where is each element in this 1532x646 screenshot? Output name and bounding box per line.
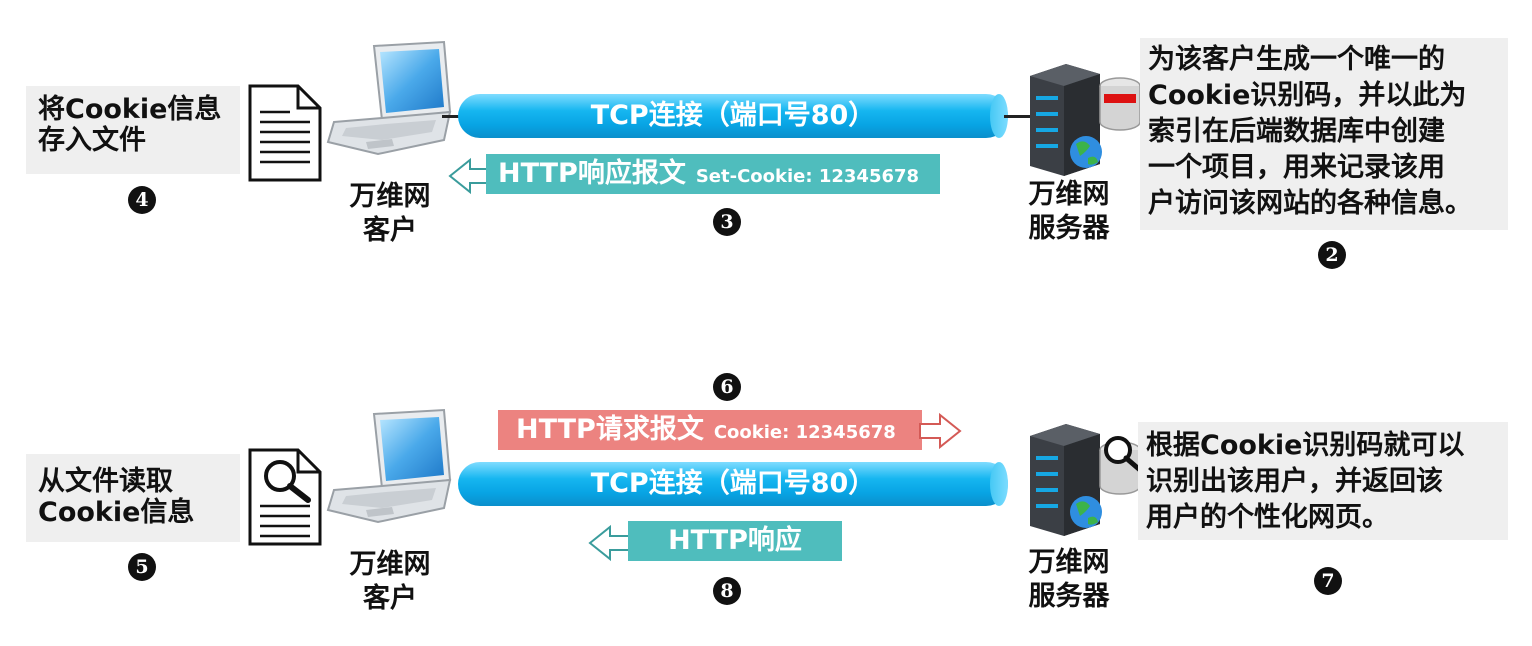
- bottom-tcp-pipe: TCP连接（端口号80）: [458, 462, 1008, 506]
- note-line: 一个项目，用来记录该用: [1148, 152, 1445, 183]
- note-line: 为该客户生成一个唯一的: [1148, 44, 1445, 75]
- laptop-icon: [326, 408, 452, 524]
- step-3: 3: [713, 208, 741, 236]
- document-icon: [248, 84, 322, 182]
- note-line: 存入文件: [38, 125, 146, 156]
- bottom-note-right: 根据Cookie识别码就可以 识别出该用户，并返回该 用户的个性化网页。: [1138, 422, 1508, 540]
- label-line: 客户: [363, 215, 417, 246]
- pipe-end: [990, 462, 1008, 506]
- pipe-end: [990, 94, 1008, 138]
- note-line: 识别出该用户，并返回该: [1146, 466, 1443, 497]
- globe-icon: [1070, 496, 1102, 528]
- oracle-logo: [1104, 94, 1136, 103]
- bottom-http-response: HTTP响应: [628, 521, 842, 561]
- bottom-server-label: 万维网 服务器: [1014, 546, 1124, 614]
- document-icon: [248, 448, 322, 546]
- globe-icon: [1070, 136, 1102, 168]
- step-8: 8: [713, 577, 741, 605]
- label-line: 服务器: [1028, 581, 1110, 612]
- top-tcp-pipe: TCP连接（端口号80）: [458, 94, 1008, 138]
- label-line: 客户: [363, 583, 417, 614]
- request-main: HTTP请求报文: [516, 414, 704, 445]
- top-note-left: 将Cookie信息 存入文件: [26, 86, 240, 174]
- label-line: 万维网: [1028, 547, 1110, 578]
- response-main: HTTP响应: [668, 525, 802, 556]
- top-note-right: 为该客户生成一个唯一的 Cookie识别码，并以此为 索引在后端数据库中创建 一…: [1140, 38, 1508, 230]
- note-line: 户访问该网站的各种信息。: [1148, 188, 1472, 219]
- server-icon: [1030, 424, 1143, 536]
- response-main: HTTP响应报文: [498, 158, 686, 189]
- arrow-right-icon: [919, 412, 962, 450]
- laptop-icon: [326, 40, 452, 156]
- bottom-note-left: 从文件读取 Cookie信息: [26, 454, 240, 542]
- note-line: 从文件读取: [38, 466, 173, 497]
- top-http-response: HTTP响应报文 Set-Cookie: 12345678: [486, 154, 940, 194]
- label-line: 万维网: [349, 549, 431, 580]
- note-line: 根据Cookie识别码就可以: [1146, 430, 1465, 461]
- step-7: 7: [1314, 567, 1342, 595]
- label-line: 万维网: [349, 181, 431, 212]
- note-line: 索引在后端数据库中创建: [1148, 116, 1445, 147]
- label-line: 服务器: [1028, 213, 1110, 244]
- label-line: 万维网: [1028, 179, 1110, 210]
- step-6: 6: [713, 373, 741, 401]
- top-client-label: 万维网 客户: [340, 180, 440, 248]
- note-line: Cookie识别码，并以此为: [1148, 80, 1467, 111]
- response-extra: Set-Cookie: 12345678: [695, 166, 920, 187]
- arrow-left-icon: [588, 524, 631, 562]
- connector-left: [442, 115, 464, 118]
- server-icon: [1030, 64, 1141, 176]
- step-2: 2: [1318, 241, 1346, 269]
- note-line: 用户的个性化网页。: [1146, 502, 1389, 533]
- bottom-http-request: HTTP请求报文 Cookie: 12345678: [498, 410, 922, 450]
- note-line: 将Cookie信息: [38, 94, 222, 125]
- pipe-label: TCP连接（端口号80）: [590, 468, 876, 499]
- request-extra: Cookie: 12345678: [713, 422, 896, 443]
- database-icon: [1099, 77, 1141, 131]
- step-4: 4: [128, 186, 156, 214]
- top-server-label: 万维网 服务器: [1014, 178, 1124, 246]
- connector-right: [1004, 115, 1030, 118]
- note-line: Cookie信息: [38, 497, 195, 528]
- bottom-client-label: 万维网 客户: [340, 548, 440, 616]
- step-5: 5: [128, 553, 156, 581]
- magnifier-icon: [1104, 436, 1143, 473]
- magnifier-icon: [264, 460, 311, 503]
- pipe-label: TCP连接（端口号80）: [590, 100, 876, 131]
